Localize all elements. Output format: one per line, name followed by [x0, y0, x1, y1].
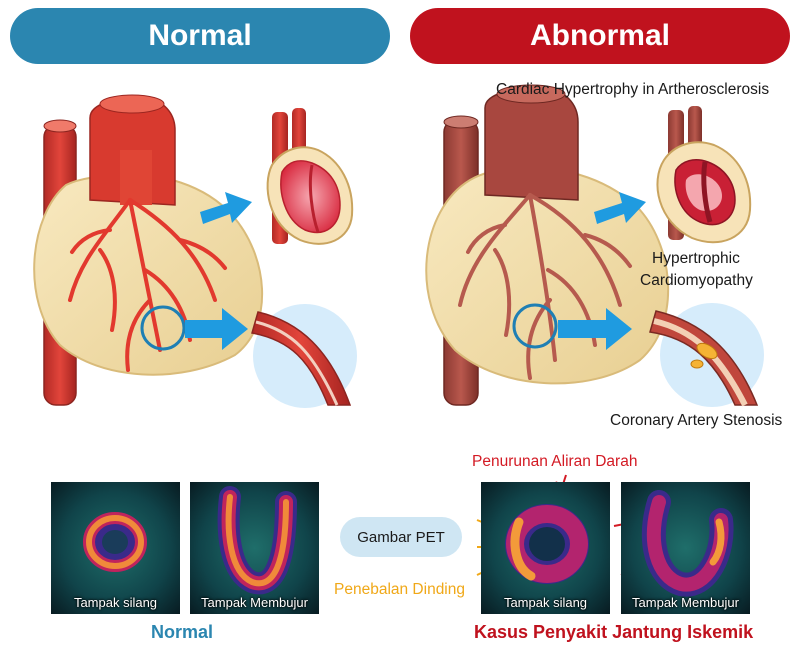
- ischemic-footer: Kasus Penyakit Jantung Iskemik: [474, 622, 754, 642]
- hypertrophic-cardiomyopathy-label-line2: Cardiomyopathy: [640, 272, 753, 289]
- pet-scan-normal-bending: Tampak Membujur: [190, 482, 319, 614]
- normal-footer: Normal: [151, 622, 214, 642]
- coronary-stenosis-label: Coronary Artery Stenosis: [610, 412, 783, 429]
- hypertrophic-cardiomyopathy-label-line1: Hypertrophic: [652, 250, 740, 267]
- cardiac-hypertrophy-label: Cardiac Hypertrophy in Artherosclerosis: [496, 81, 770, 98]
- abnormal-heart-icon: [425, 84, 670, 406]
- pet-scan-ischemic-cross: Tampak silang: [481, 482, 610, 614]
- abnormal-header: Abnormal: [410, 8, 790, 64]
- scan-caption: Tampak Membujur: [632, 595, 739, 610]
- hypertrophic-cross-section-icon: [656, 106, 752, 244]
- pet-image-label: Gambar PET: [340, 517, 462, 557]
- normal-heart-icon: [33, 94, 263, 406]
- scan-caption: Tampak Membujur: [201, 595, 308, 610]
- wall-thickening-label: Penebalan Dinding: [334, 581, 465, 598]
- pet-scan-ischemic-bending: Tampak Membujur: [621, 482, 750, 614]
- scan-caption: Tampak silang: [73, 595, 158, 610]
- pet-scan-normal-cross: Tampak silang: [51, 482, 180, 614]
- scan-caption: Tampak silang: [503, 595, 588, 610]
- normal-header: Normal: [10, 8, 390, 64]
- reduced-flow-label: Penurunan Aliran Darah: [472, 453, 638, 470]
- normal-cross-section-icon: [266, 108, 354, 245]
